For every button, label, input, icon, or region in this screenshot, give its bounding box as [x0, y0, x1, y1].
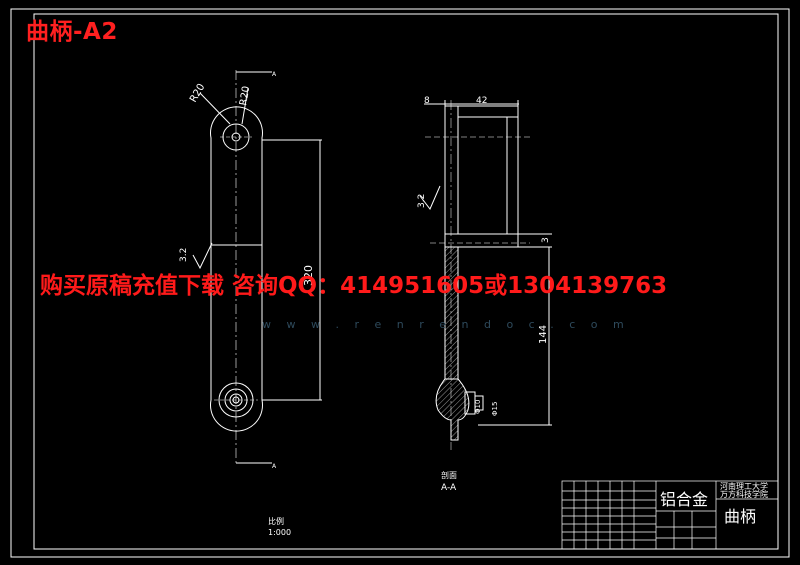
section-dim-3: 3 — [541, 237, 551, 243]
section-caption: 剖面 — [441, 470, 457, 480]
section-view — [419, 100, 552, 450]
front-section-mark-top: A — [272, 71, 277, 78]
section-dim-d10: Φ10 — [474, 400, 482, 414]
section-caption-sub: A-A — [441, 483, 457, 493]
title-block-part-name: 曲柄 — [724, 507, 756, 526]
inner-frame — [33, 13, 779, 550]
upper-clevis-right — [506, 116, 519, 235]
section-roughness: 3.2 — [417, 194, 427, 208]
section-dim-d15: Φ15 — [491, 402, 499, 416]
title-block-school-line2: 万方科技学院 — [720, 489, 768, 499]
section-dim-42: 42 — [476, 96, 487, 106]
lower-boss — [435, 378, 470, 441]
front-dim-r20b: R20 — [238, 85, 252, 106]
front-dim-r20: R20 — [188, 82, 207, 105]
front-scale-value: 1:000 — [268, 528, 291, 537]
front-view — [192, 70, 322, 465]
front-section-mark-bottom: A — [272, 463, 277, 470]
title-block — [561, 480, 779, 550]
outer-border — [10, 8, 790, 558]
title-block-material: 铝合金 — [660, 490, 708, 509]
upper-clevis-left — [444, 105, 459, 235]
front-scale-caption: 比例 — [268, 516, 284, 526]
section-dim-144: 144 — [538, 325, 549, 344]
front-roughness: 3.2 — [179, 248, 189, 262]
watermark-url: w w w . r e n r e n d o c . c o m — [262, 318, 630, 331]
front-dim-320: 320 — [302, 265, 315, 286]
section-dim-8: 8 — [424, 96, 430, 106]
download-ad-banner: 购买原稿充值下载 咨询QQ：414951605或1304139763 — [40, 273, 668, 299]
title-block-school-line1: 河南理工大学 — [720, 481, 768, 491]
drawing-title-overlay: 曲柄-A2 — [26, 19, 118, 45]
